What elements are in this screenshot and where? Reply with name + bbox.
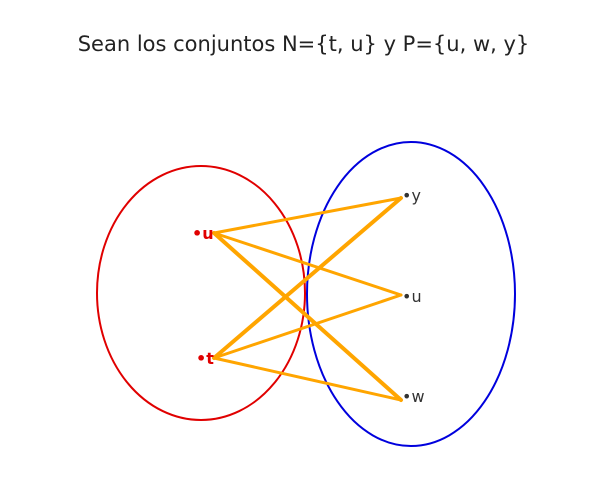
page-title: Sean los conjuntos N={t, u} y P={u, w, y…	[77, 32, 530, 56]
relation-edges	[212, 196, 403, 402]
set-p-element-u: •u	[402, 287, 422, 306]
set-p-element-y: •y	[402, 186, 421, 205]
set-n-element-u: •u	[192, 224, 214, 243]
edge-t-u2	[212, 293, 403, 360]
edge-t-w	[212, 356, 403, 402]
set-n-ellipse	[96, 165, 306, 421]
edge-u-u2	[212, 231, 403, 297]
set-n-element-t: •t	[196, 349, 214, 368]
edge-u-y	[212, 196, 403, 235]
set-p-element-w: •w	[402, 387, 425, 406]
edge-t-y	[212, 196, 403, 360]
set-p-ellipse	[306, 141, 516, 447]
edge-u-w	[212, 231, 403, 402]
